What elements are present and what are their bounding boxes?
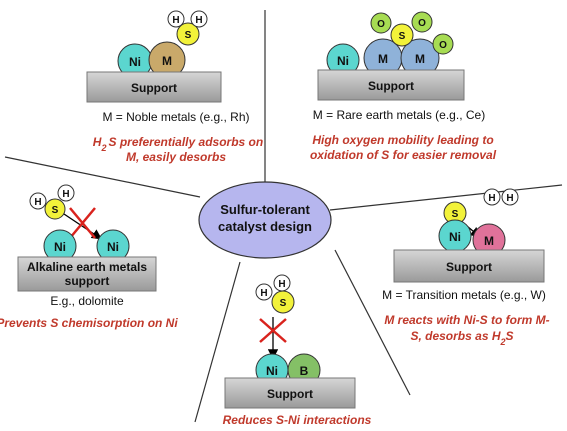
alkaline-caption: E.g., dolomite bbox=[50, 294, 124, 308]
support-block bbox=[86, 71, 222, 103]
support-block bbox=[317, 69, 465, 101]
arrow-line bbox=[63, 213, 103, 240]
metal-atom-label: M bbox=[484, 234, 494, 248]
hydrogen-atom bbox=[273, 274, 291, 292]
hydrogen-atom-label: H bbox=[62, 189, 69, 200]
hydrogen-atom bbox=[483, 188, 501, 206]
hydrogen-atom-label: H bbox=[278, 279, 285, 290]
oxygen-atom bbox=[370, 12, 392, 34]
cross-icon bbox=[69, 207, 96, 239]
transition-description-line2: S, desorbs as H2S bbox=[410, 329, 513, 347]
noble-caption: M = Noble metals (e.g., Rh) bbox=[102, 110, 249, 124]
center-node: Sulfur-tolerant catalyst design bbox=[198, 181, 332, 259]
hydrogen-atom bbox=[29, 192, 47, 210]
support-block bbox=[224, 377, 356, 409]
rare-description-line2: oxidation of S for easier removal bbox=[310, 148, 497, 162]
ni-atom-label: Ni bbox=[337, 54, 349, 68]
oxygen-atom bbox=[432, 33, 454, 55]
center-ellipse bbox=[198, 181, 332, 259]
sulfur-atom-label: S bbox=[399, 31, 406, 42]
rare-caption: M = Rare earth metals (e.g., Ce) bbox=[313, 108, 485, 122]
hydrogen-atom bbox=[501, 188, 519, 206]
ni-atom-label: Ni bbox=[129, 55, 141, 69]
support-label: Support bbox=[446, 260, 492, 274]
support-block bbox=[17, 256, 157, 292]
hydrogen-atom bbox=[255, 283, 273, 301]
panel-noble-metals: Ni M S H H Support M = Noble metals (e.g… bbox=[86, 10, 263, 164]
panel-boron: S H H Ni B Support Reduces S-Ni interact… bbox=[223, 274, 372, 427]
support-label: Support bbox=[267, 387, 313, 401]
ni-atom-label: Ni bbox=[449, 230, 461, 244]
noble-description-line2: M, easily desorbs bbox=[126, 150, 226, 164]
alkaline-description: Prevents S chemisorption on Ni bbox=[0, 316, 178, 330]
oxygen-atom-label: O bbox=[377, 19, 385, 30]
panel-transition-metals: S H H Ni M Support M = Transition metals… bbox=[382, 188, 550, 347]
hydrogen-atom-label: H bbox=[195, 15, 202, 26]
sulfur-atom bbox=[390, 23, 414, 47]
alkaline-support-line2: support bbox=[65, 274, 110, 288]
divider-lines bbox=[4, 10, 563, 423]
hydrogen-atom-label: H bbox=[506, 193, 513, 204]
support-block bbox=[393, 249, 545, 283]
hydrogen-atom bbox=[167, 10, 185, 28]
sulfur-atom-label: S bbox=[452, 209, 459, 220]
sulfur-atom-label: S bbox=[185, 30, 192, 41]
oxygen-atom bbox=[411, 11, 433, 33]
cross-icon bbox=[259, 318, 287, 343]
transition-caption: M = Transition metals (e.g., W) bbox=[382, 288, 546, 302]
metal-atom-label: M bbox=[378, 52, 388, 66]
hydrogen-atom bbox=[190, 10, 208, 28]
support-label: Support bbox=[368, 79, 414, 93]
ni-atom-label: Ni bbox=[266, 364, 278, 378]
sulfur-atom bbox=[44, 198, 66, 220]
center-title-line2: catalyst design bbox=[218, 219, 312, 234]
oxygen-atom-label: O bbox=[418, 18, 426, 29]
panel-rare-earth-metals: Ni M M S O O O Support M = Rare earth me… bbox=[310, 11, 497, 162]
metal-atom-label: M bbox=[415, 52, 425, 66]
support-label: Support bbox=[131, 81, 177, 95]
center-title-line1: Sulfur-tolerant bbox=[220, 202, 310, 217]
transition-description-line1: M reacts with Ni-S to form M- bbox=[384, 313, 549, 327]
boron-description: Reduces S-Ni interactions bbox=[223, 413, 372, 427]
hydrogen-atom-label: H bbox=[488, 193, 495, 204]
panel-alkaline-earth: S H H Ni Ni Alkaline earth metals suppor… bbox=[0, 184, 178, 330]
sulfur-atom-label: S bbox=[280, 298, 287, 309]
boron-atom-label: B bbox=[300, 364, 309, 378]
sulfur-atom bbox=[176, 22, 200, 46]
sulfur-atom-label: S bbox=[52, 205, 59, 216]
hydrogen-atom-label: H bbox=[172, 15, 179, 26]
hydrogen-atom bbox=[57, 184, 75, 202]
hydrogen-atom-label: H bbox=[260, 288, 267, 299]
alkaline-support-line1: Alkaline earth metals bbox=[27, 260, 147, 274]
hydrogen-atom-label: H bbox=[34, 197, 41, 208]
ni-atom-label: Ni bbox=[54, 240, 66, 254]
ni-atom-label: Ni bbox=[107, 240, 119, 254]
metal-atom-label: M bbox=[162, 54, 172, 68]
oxygen-atom-label: O bbox=[439, 40, 447, 51]
rare-description-line1: High oxygen mobility leading to bbox=[312, 133, 493, 147]
